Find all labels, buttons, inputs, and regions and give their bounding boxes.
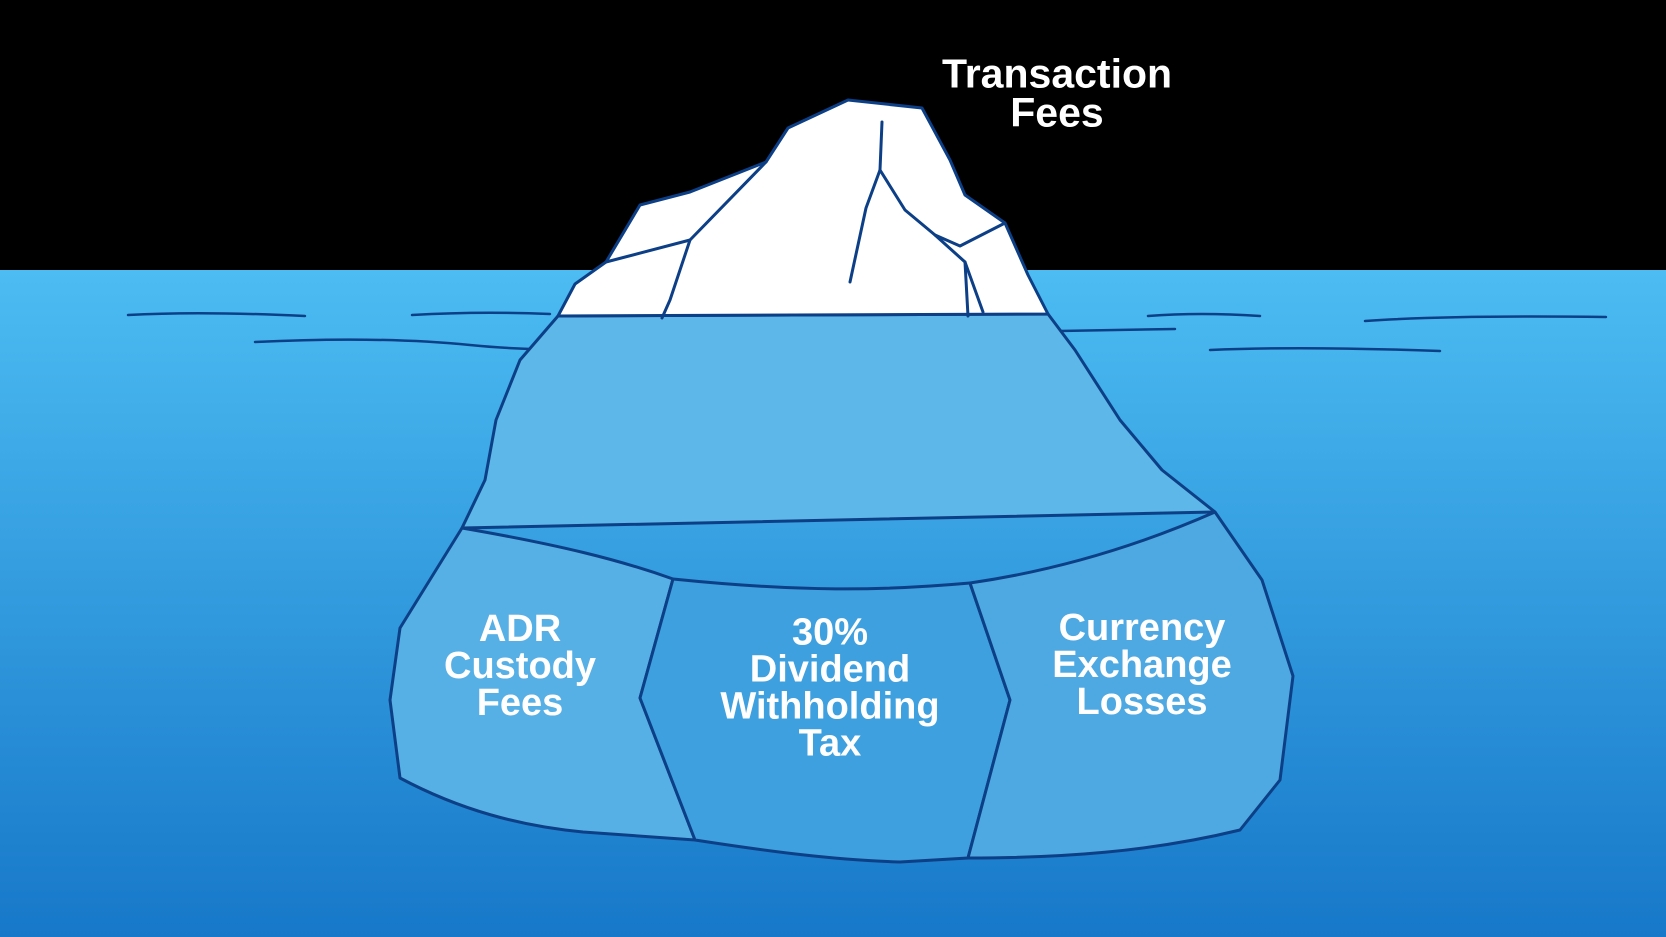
ice-crack-line [963, 260, 970, 318]
label-line: ADR [479, 608, 561, 650]
right-section [966, 510, 1295, 860]
label-line: Transaction [942, 51, 1172, 97]
label-line: Fees [477, 682, 564, 724]
iceberg-tip [556, 98, 1050, 318]
label-line: Losses [1077, 681, 1208, 723]
water-ripple-line [410, 311, 552, 317]
water-ripple-line [1363, 315, 1608, 323]
label-line: Dividend [750, 649, 910, 691]
water-ripple-line [126, 311, 307, 318]
water-ripple-line [1146, 312, 1262, 318]
water-ripple-line [1208, 346, 1442, 353]
ice-crack-lines [604, 120, 1007, 320]
ice-crack-line [660, 238, 692, 320]
ice-crack-line [848, 120, 884, 284]
left-section [388, 526, 697, 842]
label-line: Fees [1010, 90, 1103, 136]
label-line: Tax [799, 723, 862, 765]
label-line: Custody [444, 645, 596, 687]
label-line: Currency [1059, 607, 1226, 649]
ice-crack-line [933, 221, 1007, 248]
label-line: Exchange [1052, 644, 1232, 686]
label-line: Withholding [720, 686, 939, 728]
label-line: 30% [792, 612, 868, 654]
